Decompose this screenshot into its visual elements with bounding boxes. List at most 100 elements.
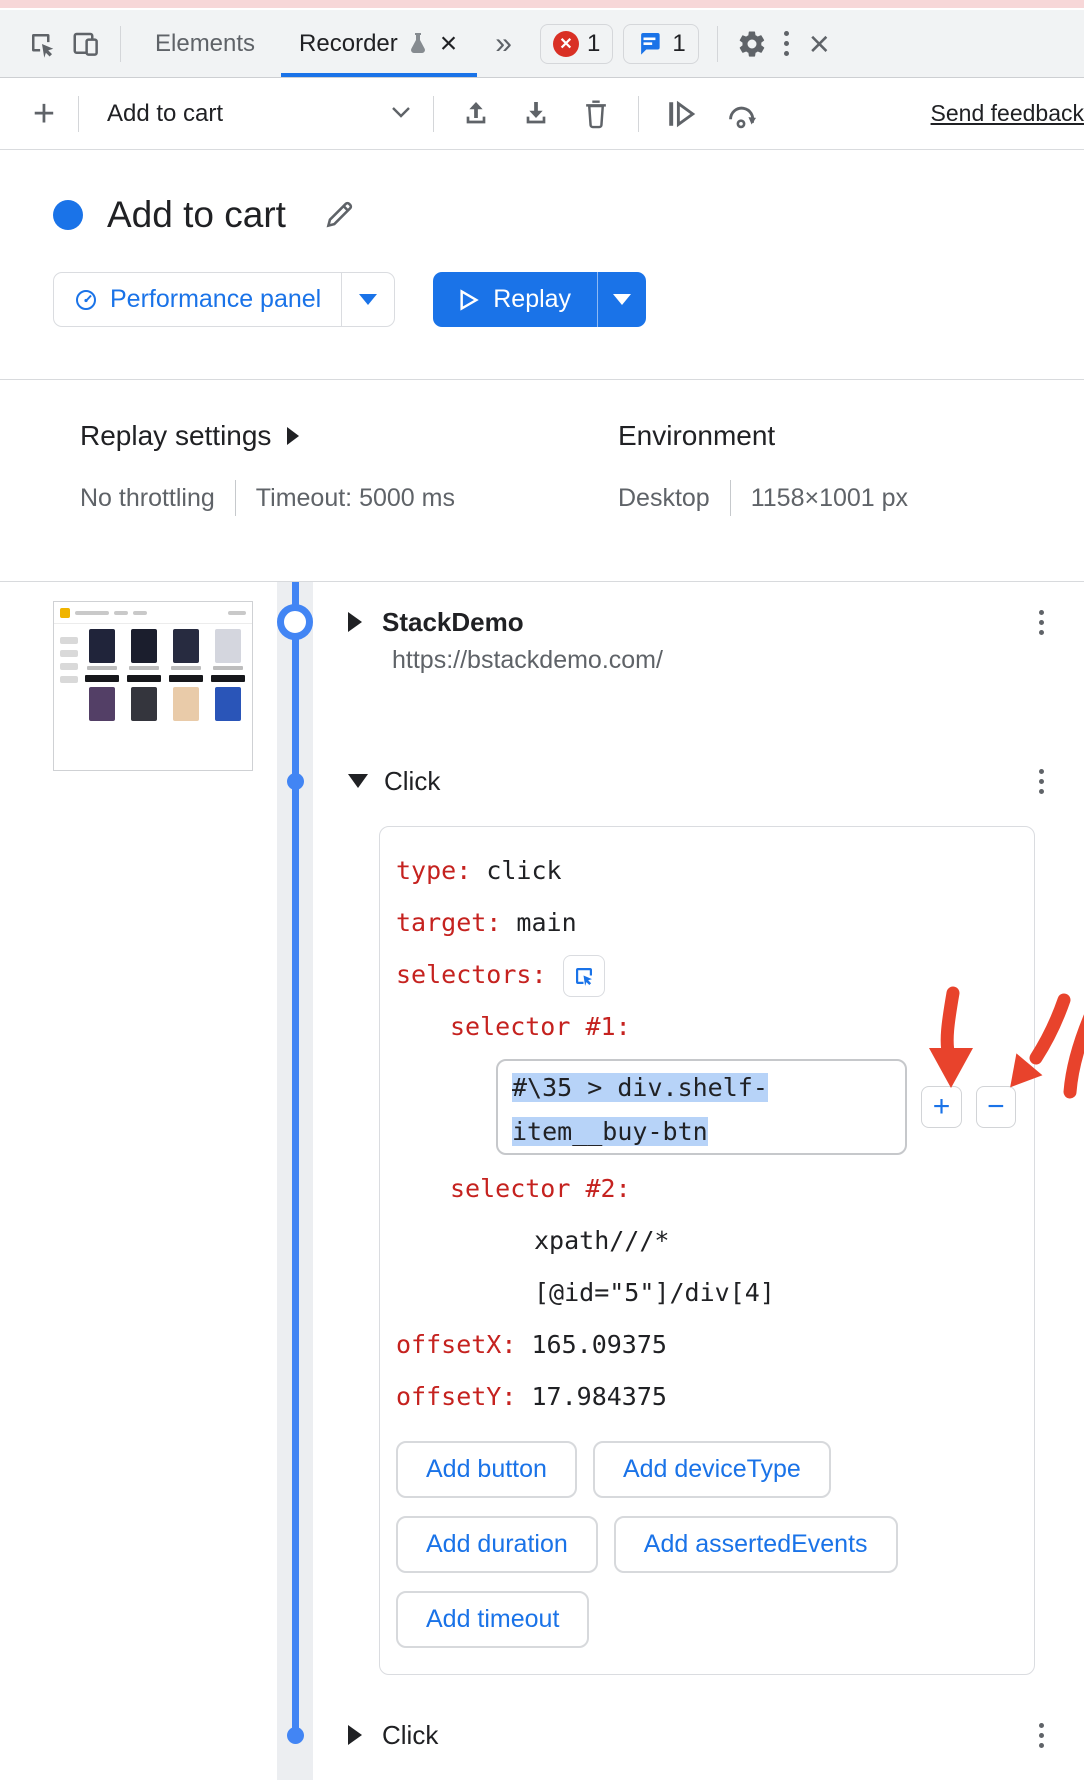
step-click-title: Click	[382, 1720, 439, 1750]
replay-step-button[interactable]	[717, 90, 765, 138]
detail-key: selector #1:	[450, 1012, 631, 1041]
edit-pencil-icon[interactable]	[322, 198, 356, 232]
detail-row-type: type: click	[396, 845, 1016, 897]
performance-panel-split-button: Performance panel	[53, 272, 396, 327]
caret-right-icon[interactable]	[348, 612, 362, 632]
tab-recorder[interactable]: Recorder ×	[277, 10, 481, 77]
close-devtools-icon[interactable]: ×	[808, 22, 830, 64]
send-feedback-link[interactable]: Send feedback	[930, 100, 1084, 126]
add-timeout-attribute[interactable]: Add timeout	[396, 1591, 590, 1648]
chevron-down-icon	[391, 105, 411, 123]
step-over-button[interactable]	[657, 90, 705, 138]
selector1-input[interactable]: #\35 > div.shelf- item__buy-btn	[496, 1059, 908, 1155]
selector1-editor-row: #\35 > div.shelf- item__buy-btn + −	[496, 1059, 1017, 1155]
pick-selector-button[interactable]	[562, 955, 605, 997]
selector2-value-line1: xpath///*	[534, 1226, 670, 1255]
experiment-flask-icon	[410, 32, 425, 53]
detail-value: main	[516, 908, 577, 937]
caret-right-icon[interactable]	[348, 1725, 362, 1745]
step-menu-button[interactable]	[1029, 1722, 1054, 1748]
inspect-cursor-icon	[32, 33, 54, 58]
recording-dot-icon	[53, 200, 83, 230]
message-badge[interactable]: 1	[623, 23, 699, 64]
performance-panel-label: Performance panel	[110, 285, 322, 313]
resume-step-icon	[669, 100, 696, 127]
device-value: Desktop	[618, 483, 710, 512]
step-menu-button[interactable]	[1029, 609, 1054, 635]
divider	[0, 581, 1084, 582]
divider	[433, 95, 434, 132]
timeline-marker-click[interactable]	[287, 773, 304, 790]
detail-row-offsety: offsetY: 17.984375	[396, 1371, 1016, 1423]
steps-section: StackDemo https://bstackdemo.com/ Click …	[0, 582, 1084, 1780]
add-duration-attribute[interactable]: Add duration	[396, 1516, 598, 1573]
divider	[729, 480, 731, 516]
caret-down-icon[interactable]	[348, 774, 368, 788]
detail-key: offsetX:	[396, 1330, 517, 1359]
performance-panel-button[interactable]: Performance panel	[54, 273, 341, 326]
settings-button[interactable]	[730, 22, 774, 66]
error-icon: ✕	[552, 30, 579, 57]
divider	[0, 379, 1084, 380]
detail-row-selectors: selectors:	[396, 949, 1016, 1001]
remove-selector-button[interactable]: −	[975, 1086, 1017, 1128]
detail-row-selector2: selector #2:	[396, 1163, 1016, 1215]
close-tab-icon[interactable]: ×	[439, 26, 458, 60]
timeline-marker-navigate[interactable]	[277, 604, 313, 640]
detail-value: 17.984375	[531, 1382, 667, 1411]
throttling-value: No throttling	[80, 483, 215, 512]
recorder-toolbar: + Add to cart	[0, 78, 1084, 150]
recording-select[interactable]: Add to cart	[91, 100, 421, 128]
add-selector-button[interactable]: +	[921, 1086, 962, 1128]
export-recording-button[interactable]	[452, 90, 500, 138]
detail-row-selector1: selector #1:	[396, 1001, 1016, 1053]
device-toolbar-button[interactable]	[64, 22, 108, 66]
step-menu-button[interactable]	[1029, 768, 1054, 794]
divider	[341, 273, 343, 326]
replay-dropdown[interactable]	[598, 272, 646, 327]
download-icon	[526, 101, 546, 123]
detail-value: 165.09375	[531, 1330, 667, 1359]
recording-thumbnail[interactable]	[53, 601, 253, 771]
divider	[234, 480, 236, 516]
gear-icon	[739, 30, 764, 57]
selector2-value-line2: [@id="5"]/div[4]	[534, 1278, 775, 1307]
step-navigate-url: https://bstackdemo.com/	[392, 646, 663, 674]
delete-recording-button[interactable]	[572, 90, 620, 138]
more-tabs-chevrons[interactable]: »	[495, 26, 512, 60]
redo-arrow-icon	[729, 106, 757, 128]
add-button-attribute[interactable]: Add button	[396, 1441, 577, 1498]
step-navigate[interactable]: StackDemo	[348, 604, 1054, 640]
replay-settings-section: Replay settings No throttling Timeout: 5…	[0, 380, 1084, 581]
plus-icon: +	[32, 92, 56, 135]
detail-row-offsetx: offsetX: 165.09375	[396, 1319, 1016, 1371]
replay-split-button: Replay	[433, 272, 647, 327]
detail-row-target: target: main	[396, 897, 1016, 949]
error-badge[interactable]: ✕ 1	[539, 23, 614, 64]
import-recording-button[interactable]	[512, 90, 560, 138]
device-toolbar-icon	[73, 32, 98, 56]
step-click-collapsed[interactable]: Click	[348, 1717, 1054, 1753]
timeline-marker-click-2[interactable]	[287, 1727, 304, 1744]
thumbnail-header	[54, 602, 252, 624]
replay-label: Replay	[493, 285, 572, 313]
recording-header: Add to cart Performance panel	[0, 150, 1084, 379]
detail-key: selector #2:	[450, 1174, 631, 1203]
add-assertedevents-attribute[interactable]: Add assertedEvents	[613, 1516, 898, 1573]
upload-icon	[466, 101, 486, 123]
add-devicetype-attribute[interactable]: Add deviceType	[592, 1441, 831, 1498]
performance-panel-dropdown[interactable]	[342, 273, 394, 326]
step-click-expanded[interactable]: Click	[348, 763, 1054, 799]
message-count: 1	[672, 29, 686, 57]
replay-button[interactable]: Replay	[433, 272, 597, 327]
add-attribute-buttons: Add button Add deviceType Add duration A…	[396, 1441, 1036, 1648]
divider	[638, 95, 639, 132]
devtools-menu-button[interactable]	[774, 31, 799, 56]
tab-label: Recorder	[299, 29, 398, 57]
inspect-element-button[interactable]	[20, 22, 64, 66]
add-recording-button[interactable]: +	[22, 92, 66, 136]
replay-settings-toggle[interactable]: Replay settings	[80, 420, 618, 452]
tab-elements[interactable]: Elements	[133, 10, 277, 77]
detail-value: click	[486, 856, 562, 885]
